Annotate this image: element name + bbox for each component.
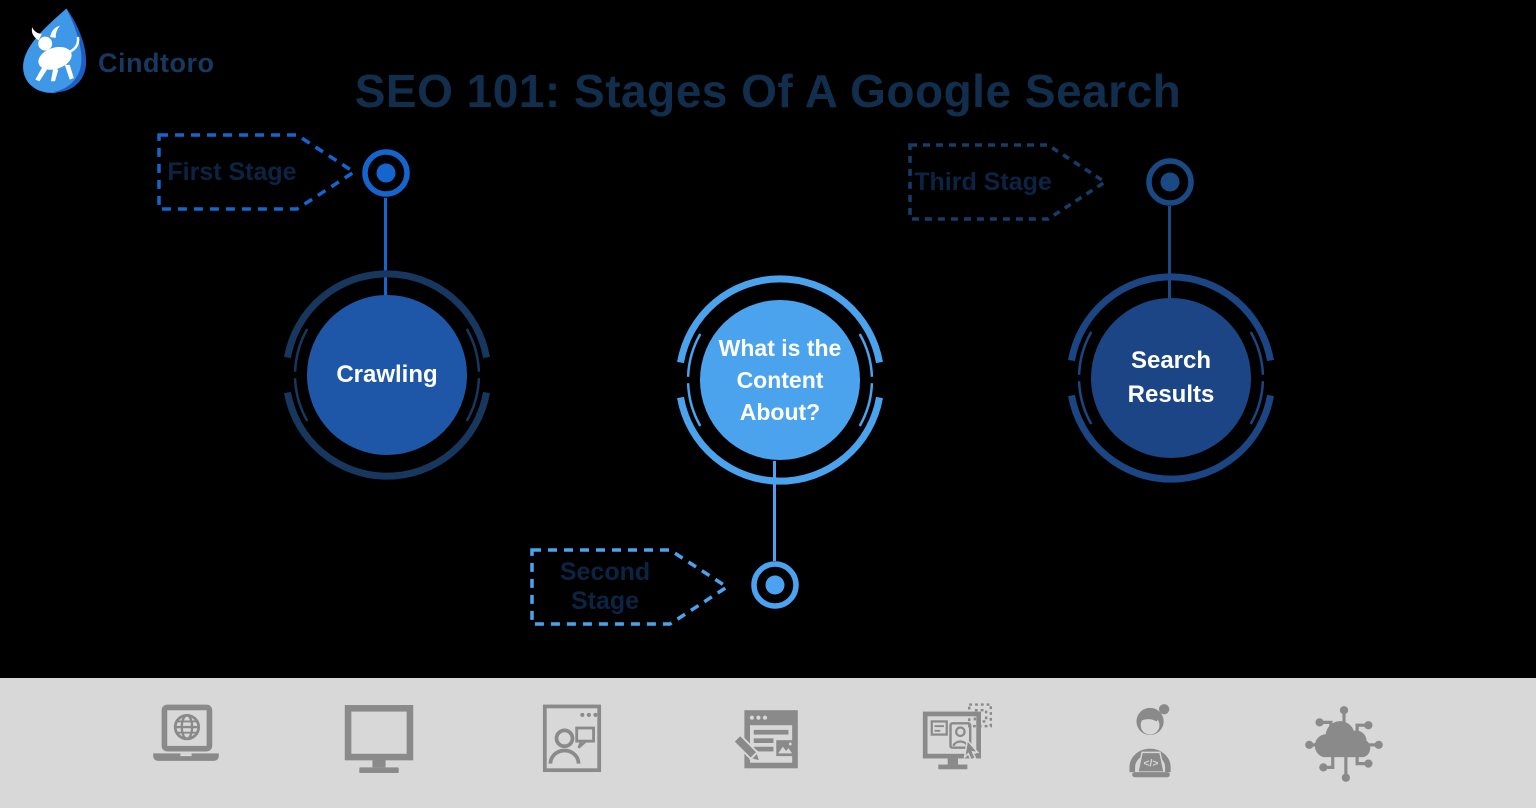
cindtoro-logo-icon — [23, 8, 87, 93]
third-stage-connector-line — [1168, 206, 1171, 299]
crawling-circle-label: Crawling — [336, 361, 438, 389]
second-stage-connector-line — [773, 461, 776, 561]
browser-video-chat-icon — [542, 704, 602, 773]
content-circle — [677, 275, 883, 485]
second-stage-label: Second Stage — [559, 558, 651, 615]
desktop-monitor-icon — [344, 705, 414, 773]
first-stage-connector-line — [384, 198, 387, 296]
page-title: SEO 101: Stages Of A Google Search — [354, 65, 1182, 117]
profile-monitor-icon — [922, 703, 993, 770]
first-stage-label: First Stage — [167, 157, 297, 186]
developer-at-laptop-icon: </> — [1129, 704, 1171, 778]
search-results-circle — [1068, 273, 1274, 483]
footer-icon-strip: </> — [0, 678, 1536, 808]
third-stage-label: Third Stage — [914, 167, 1052, 196]
first-stage-dot — [362, 149, 410, 197]
brand-name: Cindtoro — [98, 48, 215, 78]
first-stage-tag — [157, 133, 357, 211]
third-stage-dot — [1146, 158, 1194, 206]
cloud-network-icon — [1305, 706, 1383, 782]
second-stage-dot — [751, 561, 799, 609]
svg-text:</>: </> — [1144, 758, 1159, 769]
laptop-globe-icon — [153, 704, 219, 761]
content-writing-icon — [732, 710, 798, 769]
search-results-circle-label: Search Results — [1127, 347, 1215, 408]
second-stage-tag — [530, 548, 730, 626]
content-circle-label: What is the Content About? — [718, 334, 842, 426]
crawling-circle — [284, 270, 490, 480]
bull-icon — [31, 25, 80, 82]
third-stage-tag — [908, 143, 1108, 221]
